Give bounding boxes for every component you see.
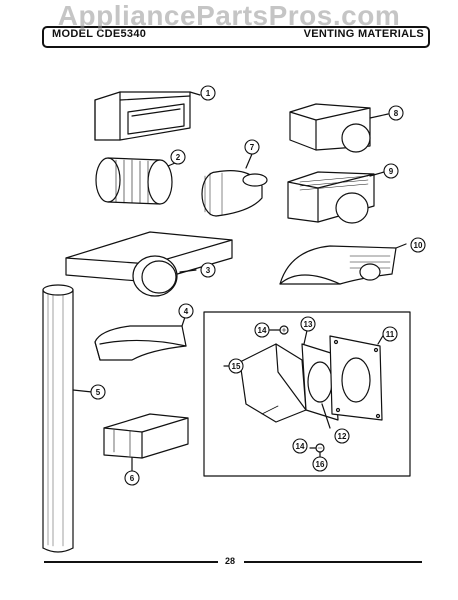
part-8-hood-round[interactable] [289,103,389,153]
callout-label: 6 [130,474,135,483]
callout-label: 13 [304,320,313,329]
callout-circle [254,322,270,338]
callout-circle [383,163,399,179]
callout-circle [200,262,216,278]
callout-label: 2 [176,153,181,162]
callout-label: 14 [296,442,305,451]
callout-10[interactable]: 10 [410,237,426,253]
part-7-round-elbow[interactable] [201,153,268,217]
callout-6[interactable]: 6 [124,470,140,486]
callout-1[interactable]: 1 [200,85,216,101]
callout-circle [244,139,260,155]
callout-label: 16 [316,460,325,469]
watermark-text: AppliancePartsPros.com [57,0,401,31]
header-frame [42,26,430,48]
footer-rule-right [244,561,422,563]
callout-label: 15 [232,362,241,371]
callout-15[interactable]: 15 [228,358,244,374]
callout-4[interactable]: 4 [178,303,194,319]
part-1-leader [189,91,201,96]
model-label: MODEL CDE5340 [52,28,147,40]
part-5-round-pipe[interactable] [42,284,93,553]
callout-7[interactable]: 7 [244,139,260,155]
inset-frame [203,311,411,477]
callout-label: 5 [96,388,101,397]
callout-circle [388,105,404,121]
callout-13[interactable]: 13 [300,316,316,332]
callout-circle [382,326,398,342]
callout-label: 3 [206,266,211,275]
part-6-channel-duct[interactable] [103,413,189,473]
callout-label: 10 [414,241,423,250]
callout-12[interactable]: 12 [334,428,350,444]
part-11-mount-plate[interactable] [329,333,385,421]
part-9-louvered-hood[interactable] [287,171,385,224]
part-12-leader [321,403,331,429]
callout-5[interactable]: 5 [90,384,106,400]
part-1-wall-hood[interactable] [94,91,201,141]
callout-label: 1 [206,89,211,98]
callout-circle [200,85,216,101]
callout-circle [334,428,350,444]
callout-label: 4 [184,307,189,316]
callout-label: 7 [250,143,255,152]
callout-circle [228,358,244,374]
callout-circle [90,384,106,400]
callout-label: 14 [258,326,267,335]
callout-label: 9 [389,167,394,176]
callout-3[interactable]: 3 [200,262,216,278]
callout-label: 12 [338,432,347,441]
part-2-coupler[interactable] [95,157,183,205]
callout-circle [124,470,140,486]
callout-circle [292,438,308,454]
part-3-offset-duct[interactable] [65,231,233,297]
callout-16[interactable]: 16 [312,456,328,472]
section-title: VENTING MATERIALS [303,28,424,40]
callout-circle [170,149,186,165]
footer-rule-left [44,561,218,563]
callout-14[interactable]: 14 [292,438,308,454]
callout-circle [178,303,194,319]
page-number: 28 [224,556,235,566]
callout-11[interactable]: 11 [382,326,398,342]
callout-circle [300,316,316,332]
callout-circle [312,456,328,472]
callout-2[interactable]: 2 [170,149,186,165]
callout-14[interactable]: 14 [254,322,270,338]
callout-label: 11 [386,330,395,339]
part-10-low-hood[interactable] [279,243,407,285]
callout-label: 8 [394,109,399,118]
callout-8[interactable]: 8 [388,105,404,121]
part-4-flat-elbow[interactable] [94,313,187,361]
part-14-screw-lower[interactable] [309,443,325,453]
part-15-hood-cover[interactable] [223,343,307,423]
part-14-screw-upper[interactable] [269,325,289,335]
callout-9[interactable]: 9 [383,163,399,179]
callout-circle [410,237,426,253]
